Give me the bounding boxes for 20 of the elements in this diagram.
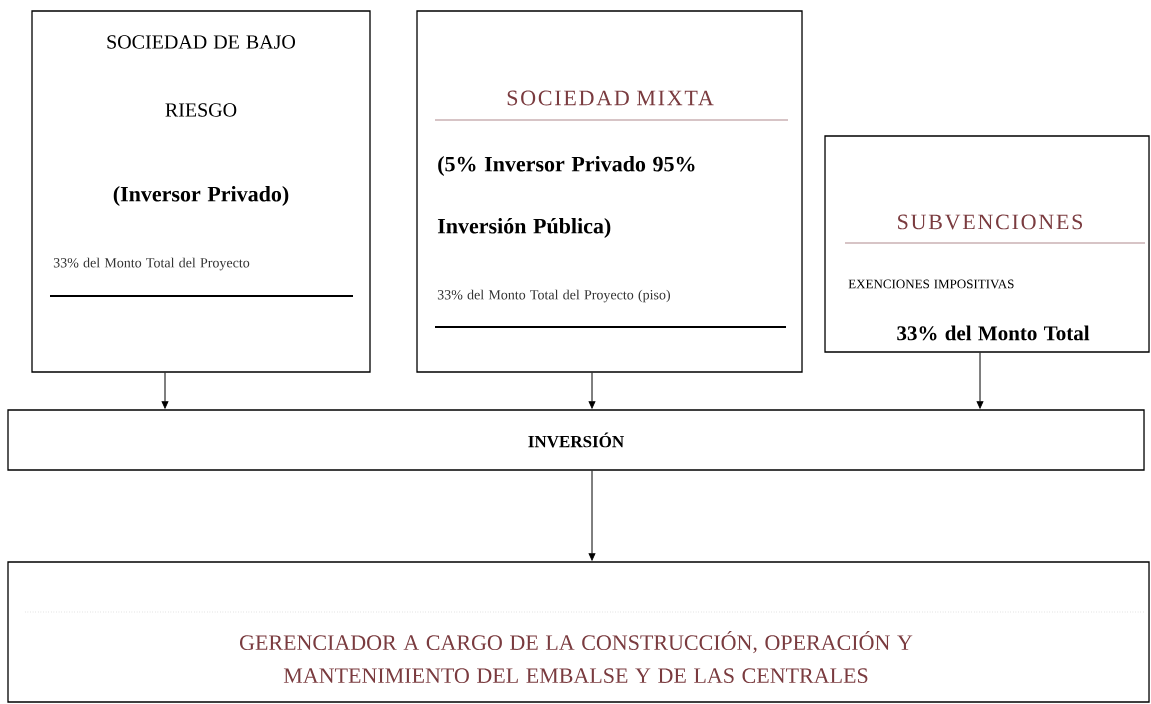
amount-text: 33% del Monto Total xyxy=(897,325,1090,341)
funding-box xyxy=(416,10,803,373)
arrow xyxy=(588,372,596,409)
arrow xyxy=(976,352,984,409)
box-heading: SOCIEDAD MIXTA xyxy=(507,90,714,106)
arrow xyxy=(161,372,169,409)
amount-note: 33% del Monto Total del Proyecto (piso) xyxy=(437,289,670,303)
box-label: GERENCIADOR A CARGO DE LA CONSTRUCCIÓN, OPERACIÓN Y MANTENIMIENTO DEL EMBALSE Y DE LAS CENTRALES xyxy=(240,630,913,684)
funding-box xyxy=(824,135,1150,353)
process-box xyxy=(7,561,1150,703)
investor-text: (5% Inversor Privado 95% Inversión Pública) xyxy=(437,156,695,238)
investor-text: (Inversor Privado) xyxy=(113,186,289,206)
box-heading: SOCIEDAD DE BAJO RIESGO xyxy=(107,35,295,117)
amount-note: 33% del Monto Total del Proyecto xyxy=(53,257,250,271)
box-heading: SUBVENCIONES xyxy=(898,214,1082,230)
process-box xyxy=(7,409,1145,471)
funding-box xyxy=(31,10,371,373)
box-label: INVERSIÓN xyxy=(528,432,624,448)
arrow xyxy=(588,470,596,561)
exemption-text: EXENCIONES IMPOSITIVAS xyxy=(848,279,1014,289)
